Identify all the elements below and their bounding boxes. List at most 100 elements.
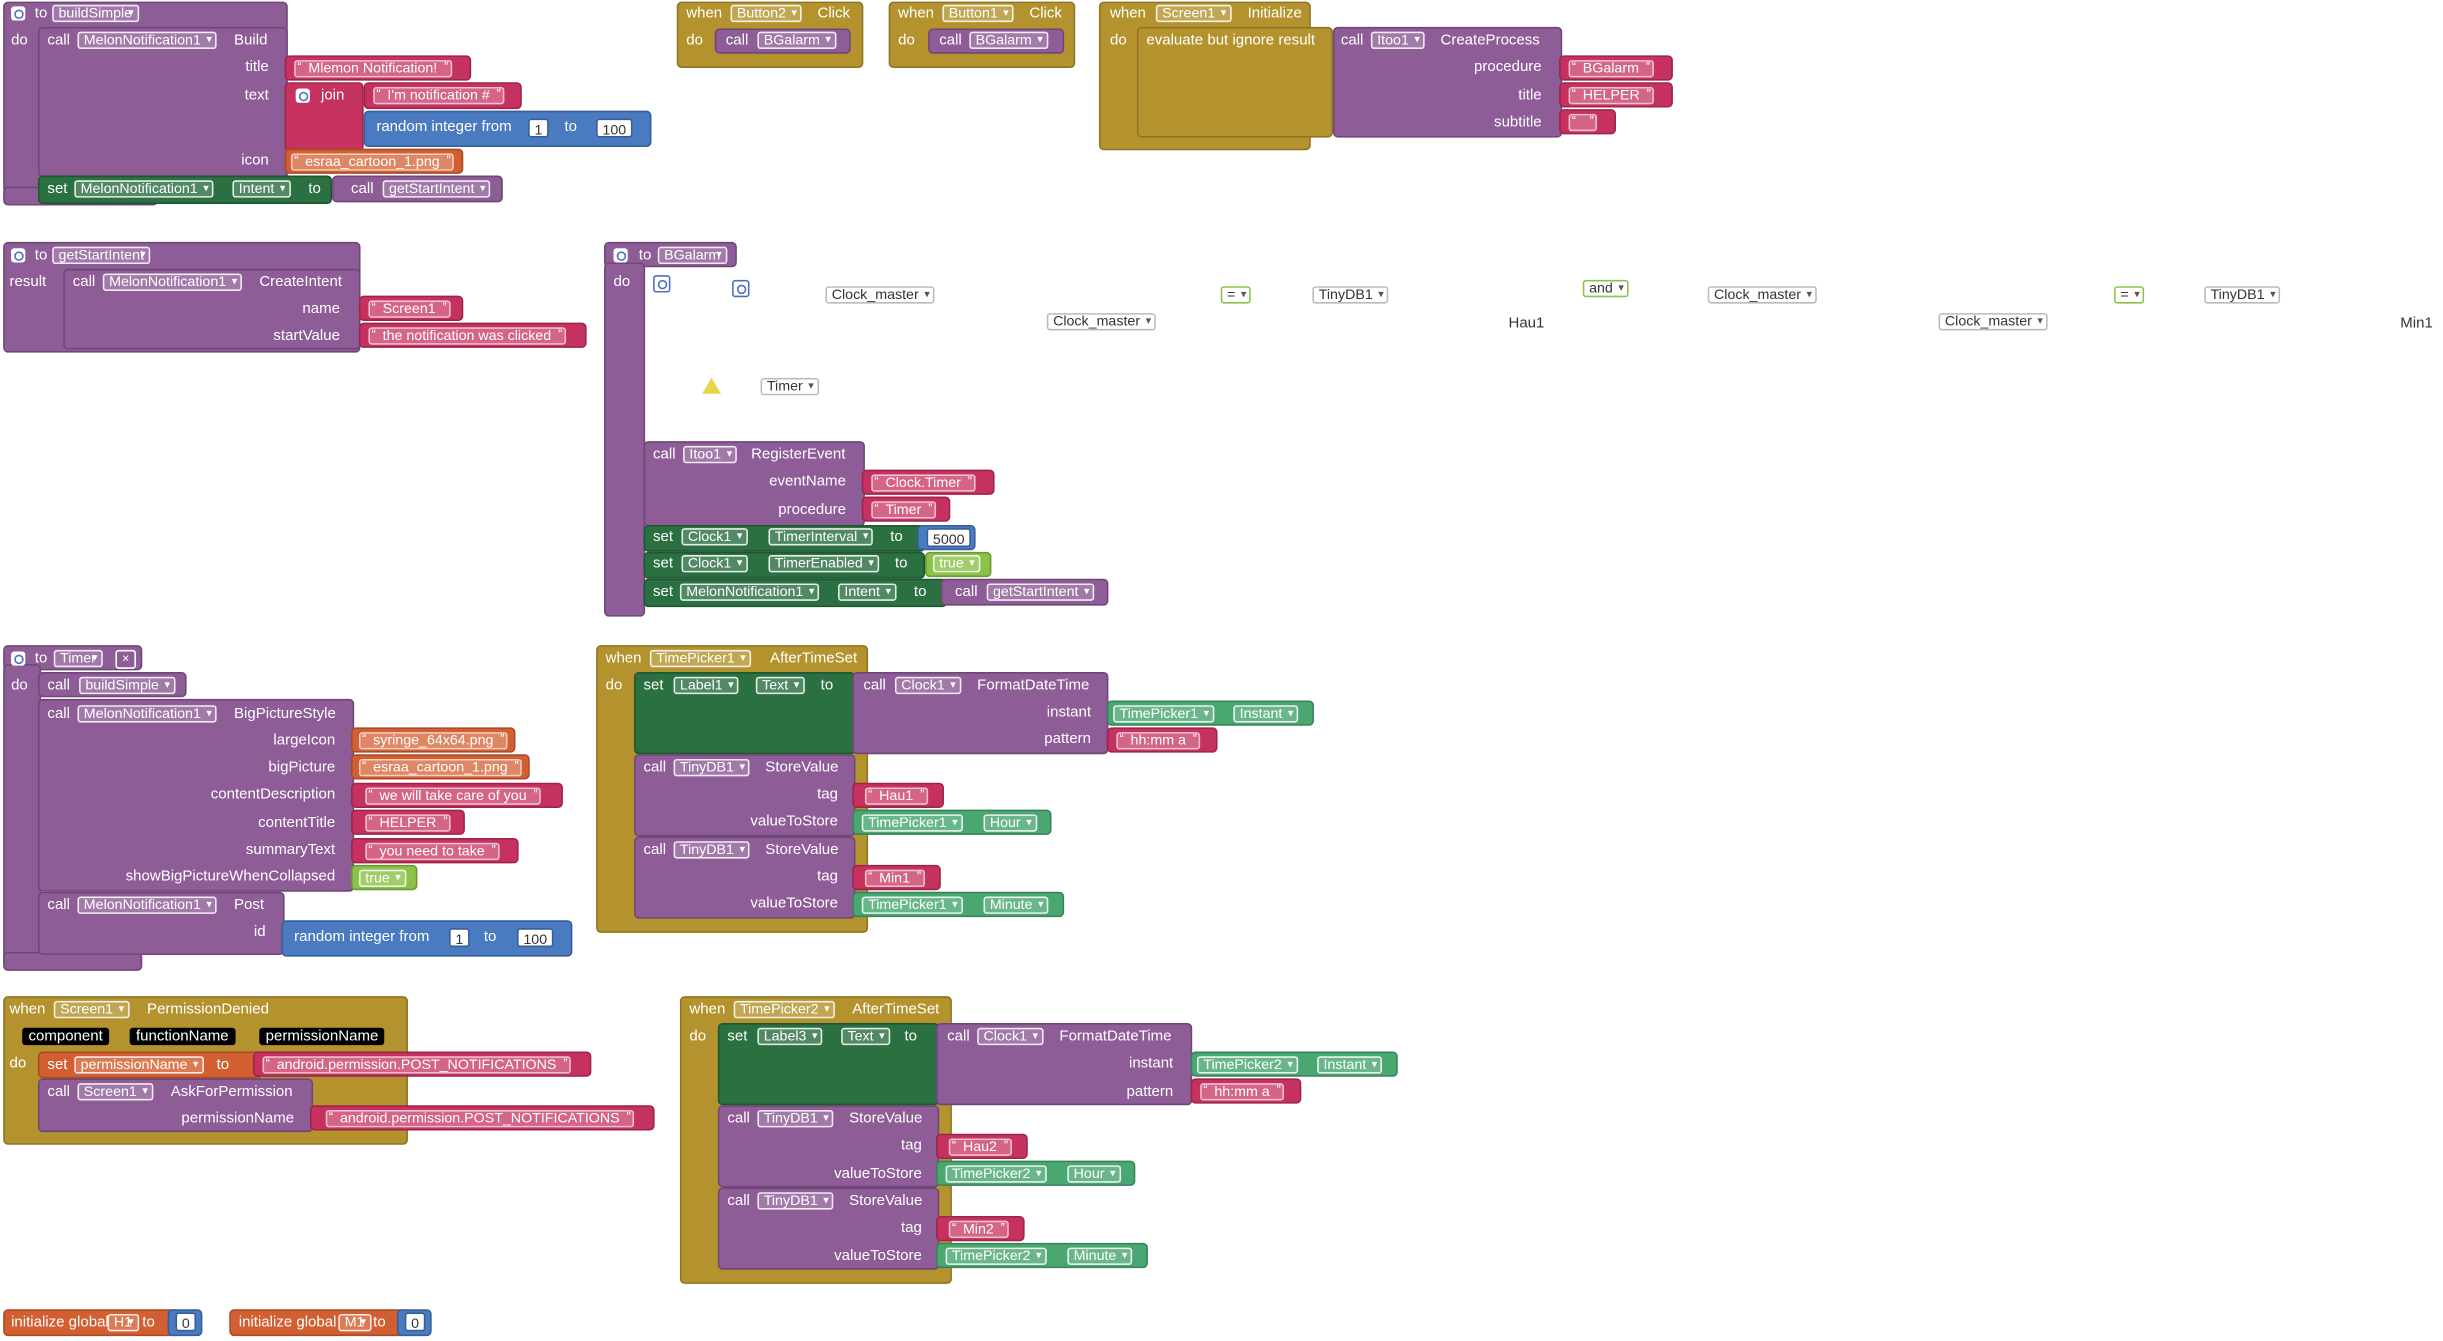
component-dropdown[interactable]: Clock1 — [894, 676, 961, 695]
ghost-dropdown[interactable]: Timer — [760, 377, 819, 396]
random-to-number[interactable]: 100 — [596, 118, 633, 138]
set-label-text-block[interactable] — [717, 1023, 940, 1106]
getter-property-dropdown[interactable]: Instant — [1317, 1056, 1383, 1074]
component-dropdown[interactable]: TinyDB1 — [673, 758, 750, 777]
icon-text-value[interactable]: esraa_cartoon_1.png — [290, 153, 454, 171]
set-component-dropdown[interactable]: Label3 — [757, 1027, 823, 1046]
ghost-dropdown[interactable]: Clock_master — [1707, 286, 1817, 304]
event-component-dropdown[interactable]: TimePicker2 — [733, 1000, 835, 1019]
set-property-dropdown[interactable]: Text — [755, 676, 805, 695]
warning-icon[interactable] — [702, 377, 722, 394]
component-dropdown[interactable]: Itoo1 — [683, 445, 737, 464]
component-dropdown[interactable]: MelonNotification1 — [77, 896, 217, 914]
timerinterval-number[interactable]: 5000 — [926, 528, 971, 548]
getter-property-dropdown[interactable]: Minute — [983, 896, 1049, 914]
pattern-text-value[interactable]: hh:mm a — [1200, 1083, 1284, 1101]
getter-component-dropdown[interactable]: TimePicker2 — [945, 1165, 1047, 1183]
getter-component-dropdown[interactable]: TimePicker2 — [1196, 1056, 1298, 1074]
tag-text-value[interactable]: Min1 — [864, 869, 925, 888]
getter-property-dropdown[interactable]: Instant — [1233, 705, 1299, 723]
proc-dropdown[interactable]: buildSimple — [79, 676, 175, 695]
pattern-text-value[interactable]: hh:mm a — [1116, 732, 1201, 750]
gear-icon[interactable] — [613, 248, 628, 263]
startvalue-text-value[interactable]: the notification was clicked — [368, 327, 566, 345]
component-dropdown[interactable]: MelonNotification1 — [77, 705, 217, 723]
random-to-number[interactable]: 100 — [517, 928, 554, 948]
global-name-field[interactable]: M1 — [338, 1313, 371, 1332]
summarytext-text-value[interactable]: you need to take — [365, 842, 499, 861]
event-param-functionname[interactable]: functionName — [129, 1027, 236, 1046]
bigpicture-text-value[interactable]: esraa_cartoon_1.png — [358, 758, 522, 777]
evaluate-ignore-block[interactable] — [1136, 26, 1333, 138]
call-bigpicturestyle-block[interactable] — [37, 698, 355, 892]
component-dropdown[interactable]: Screen1 — [77, 1083, 153, 1101]
tag-text-value[interactable]: Min2 — [948, 1220, 1009, 1239]
component-dropdown[interactable]: TinyDB1 — [757, 1192, 834, 1210]
set-component-dropdown[interactable]: Clock1 — [681, 528, 748, 546]
permissionname-text-value[interactable]: android.permission.POST_NOTIFICATIONS — [325, 1110, 634, 1128]
description-text-value[interactable]: we will take care of you — [365, 787, 541, 805]
getter-component-dropdown[interactable]: TimePicker1 — [861, 896, 963, 914]
component-dropdown[interactable]: TinyDB1 — [673, 841, 750, 859]
component-dropdown[interactable]: MelonNotification1 — [77, 31, 217, 50]
getter-component-dropdown[interactable]: TimePicker1 — [1113, 705, 1214, 723]
join-text-value[interactable]: I'm notification # — [373, 86, 505, 105]
event-component-dropdown[interactable]: Button2 — [730, 4, 802, 23]
set-component-dropdown[interactable]: Clock1 — [681, 555, 748, 573]
set-property-dropdown[interactable]: Intent — [838, 583, 896, 601]
ghost-dropdown[interactable]: Clock_master — [825, 286, 935, 304]
logic-true-dropdown[interactable]: true — [932, 555, 980, 573]
global-m1-value[interactable]: 0 — [404, 1312, 426, 1332]
compare-operator-dropdown[interactable]: = — [1220, 286, 1252, 304]
component-dropdown[interactable]: Clock1 — [977, 1027, 1043, 1046]
ghost-dropdown[interactable]: Clock_master — [1938, 313, 2048, 331]
procedure-text-value[interactable]: BGalarm — [1568, 60, 1654, 78]
title-text-value[interactable]: HELPER — [1568, 86, 1654, 105]
set-label-text-block[interactable] — [634, 672, 856, 755]
global-name-field[interactable]: H1 — [107, 1313, 139, 1332]
set-component-dropdown[interactable]: MelonNotification1 — [74, 180, 214, 198]
proc-dropdown[interactable]: getStartIntent — [382, 180, 491, 198]
tag-text-value[interactable]: Hau1 — [864, 787, 928, 805]
proc-name-field[interactable]: buildSimple — [52, 4, 139, 23]
event-component-dropdown[interactable]: Button1 — [942, 4, 1014, 23]
gear-icon[interactable] — [295, 88, 310, 103]
set-component-dropdown[interactable]: MelonNotification1 — [679, 583, 820, 601]
getter-property-dropdown[interactable]: Hour — [983, 814, 1037, 832]
random-from-number[interactable]: 1 — [528, 118, 549, 138]
component-dropdown[interactable]: Itoo1 — [1370, 31, 1425, 50]
logic-operator-dropdown[interactable]: and — [1582, 279, 1629, 298]
set-property-dropdown[interactable]: TimerInterval — [768, 528, 874, 546]
getter-component-dropdown[interactable]: TimePicker2 — [945, 1247, 1047, 1265]
eventname-text-value[interactable]: Clock.Timer — [871, 474, 976, 492]
largeicon-text-value[interactable]: syringe_64x64.png — [358, 732, 508, 750]
global-h1-value[interactable]: 0 — [175, 1312, 197, 1332]
event-component-dropdown[interactable]: TimePicker1 — [649, 649, 751, 668]
subtitle-text-value[interactable] — [1568, 113, 1598, 132]
event-param-permissionname[interactable]: permissionName — [259, 1027, 385, 1046]
set-property-dropdown[interactable]: Intent — [232, 180, 291, 198]
event-param-component[interactable]: component — [22, 1027, 110, 1046]
event-component-dropdown[interactable]: Screen1 — [53, 1000, 129, 1019]
procedure-text-value[interactable]: Timer — [871, 501, 936, 519]
set-component-dropdown[interactable]: Label1 — [673, 676, 739, 695]
component-dropdown[interactable]: MelonNotification1 — [102, 273, 242, 291]
contenttitle-text-value[interactable]: HELPER — [365, 814, 451, 832]
proc-name-field[interactable]: Timer — [53, 649, 103, 668]
gear-icon[interactable] — [11, 651, 26, 666]
getter-component-dropdown[interactable]: TimePicker1 — [861, 814, 963, 832]
close-icon[interactable]: × — [115, 649, 136, 669]
gear-icon[interactable] — [11, 6, 26, 21]
permission-text-value[interactable]: android.permission.POST_NOTIFICATIONS — [262, 1056, 571, 1074]
ghost-dropdown[interactable]: Clock_master — [1046, 313, 1156, 331]
tag-text-value[interactable]: Hau2 — [948, 1138, 1012, 1156]
proc-name-field[interactable]: BGalarm — [657, 246, 727, 265]
compare-operator-dropdown[interactable]: = — [2114, 286, 2145, 304]
random-from-number[interactable]: 1 — [449, 928, 470, 948]
var-dropdown[interactable]: permissionName — [74, 1056, 204, 1074]
title-text-value[interactable]: Mlemon Notification! — [294, 60, 452, 78]
proc-dropdown[interactable]: BGalarm — [757, 31, 836, 50]
proc-dropdown[interactable]: BGalarm — [969, 31, 1048, 50]
getter-property-dropdown[interactable]: Hour — [1067, 1165, 1121, 1183]
